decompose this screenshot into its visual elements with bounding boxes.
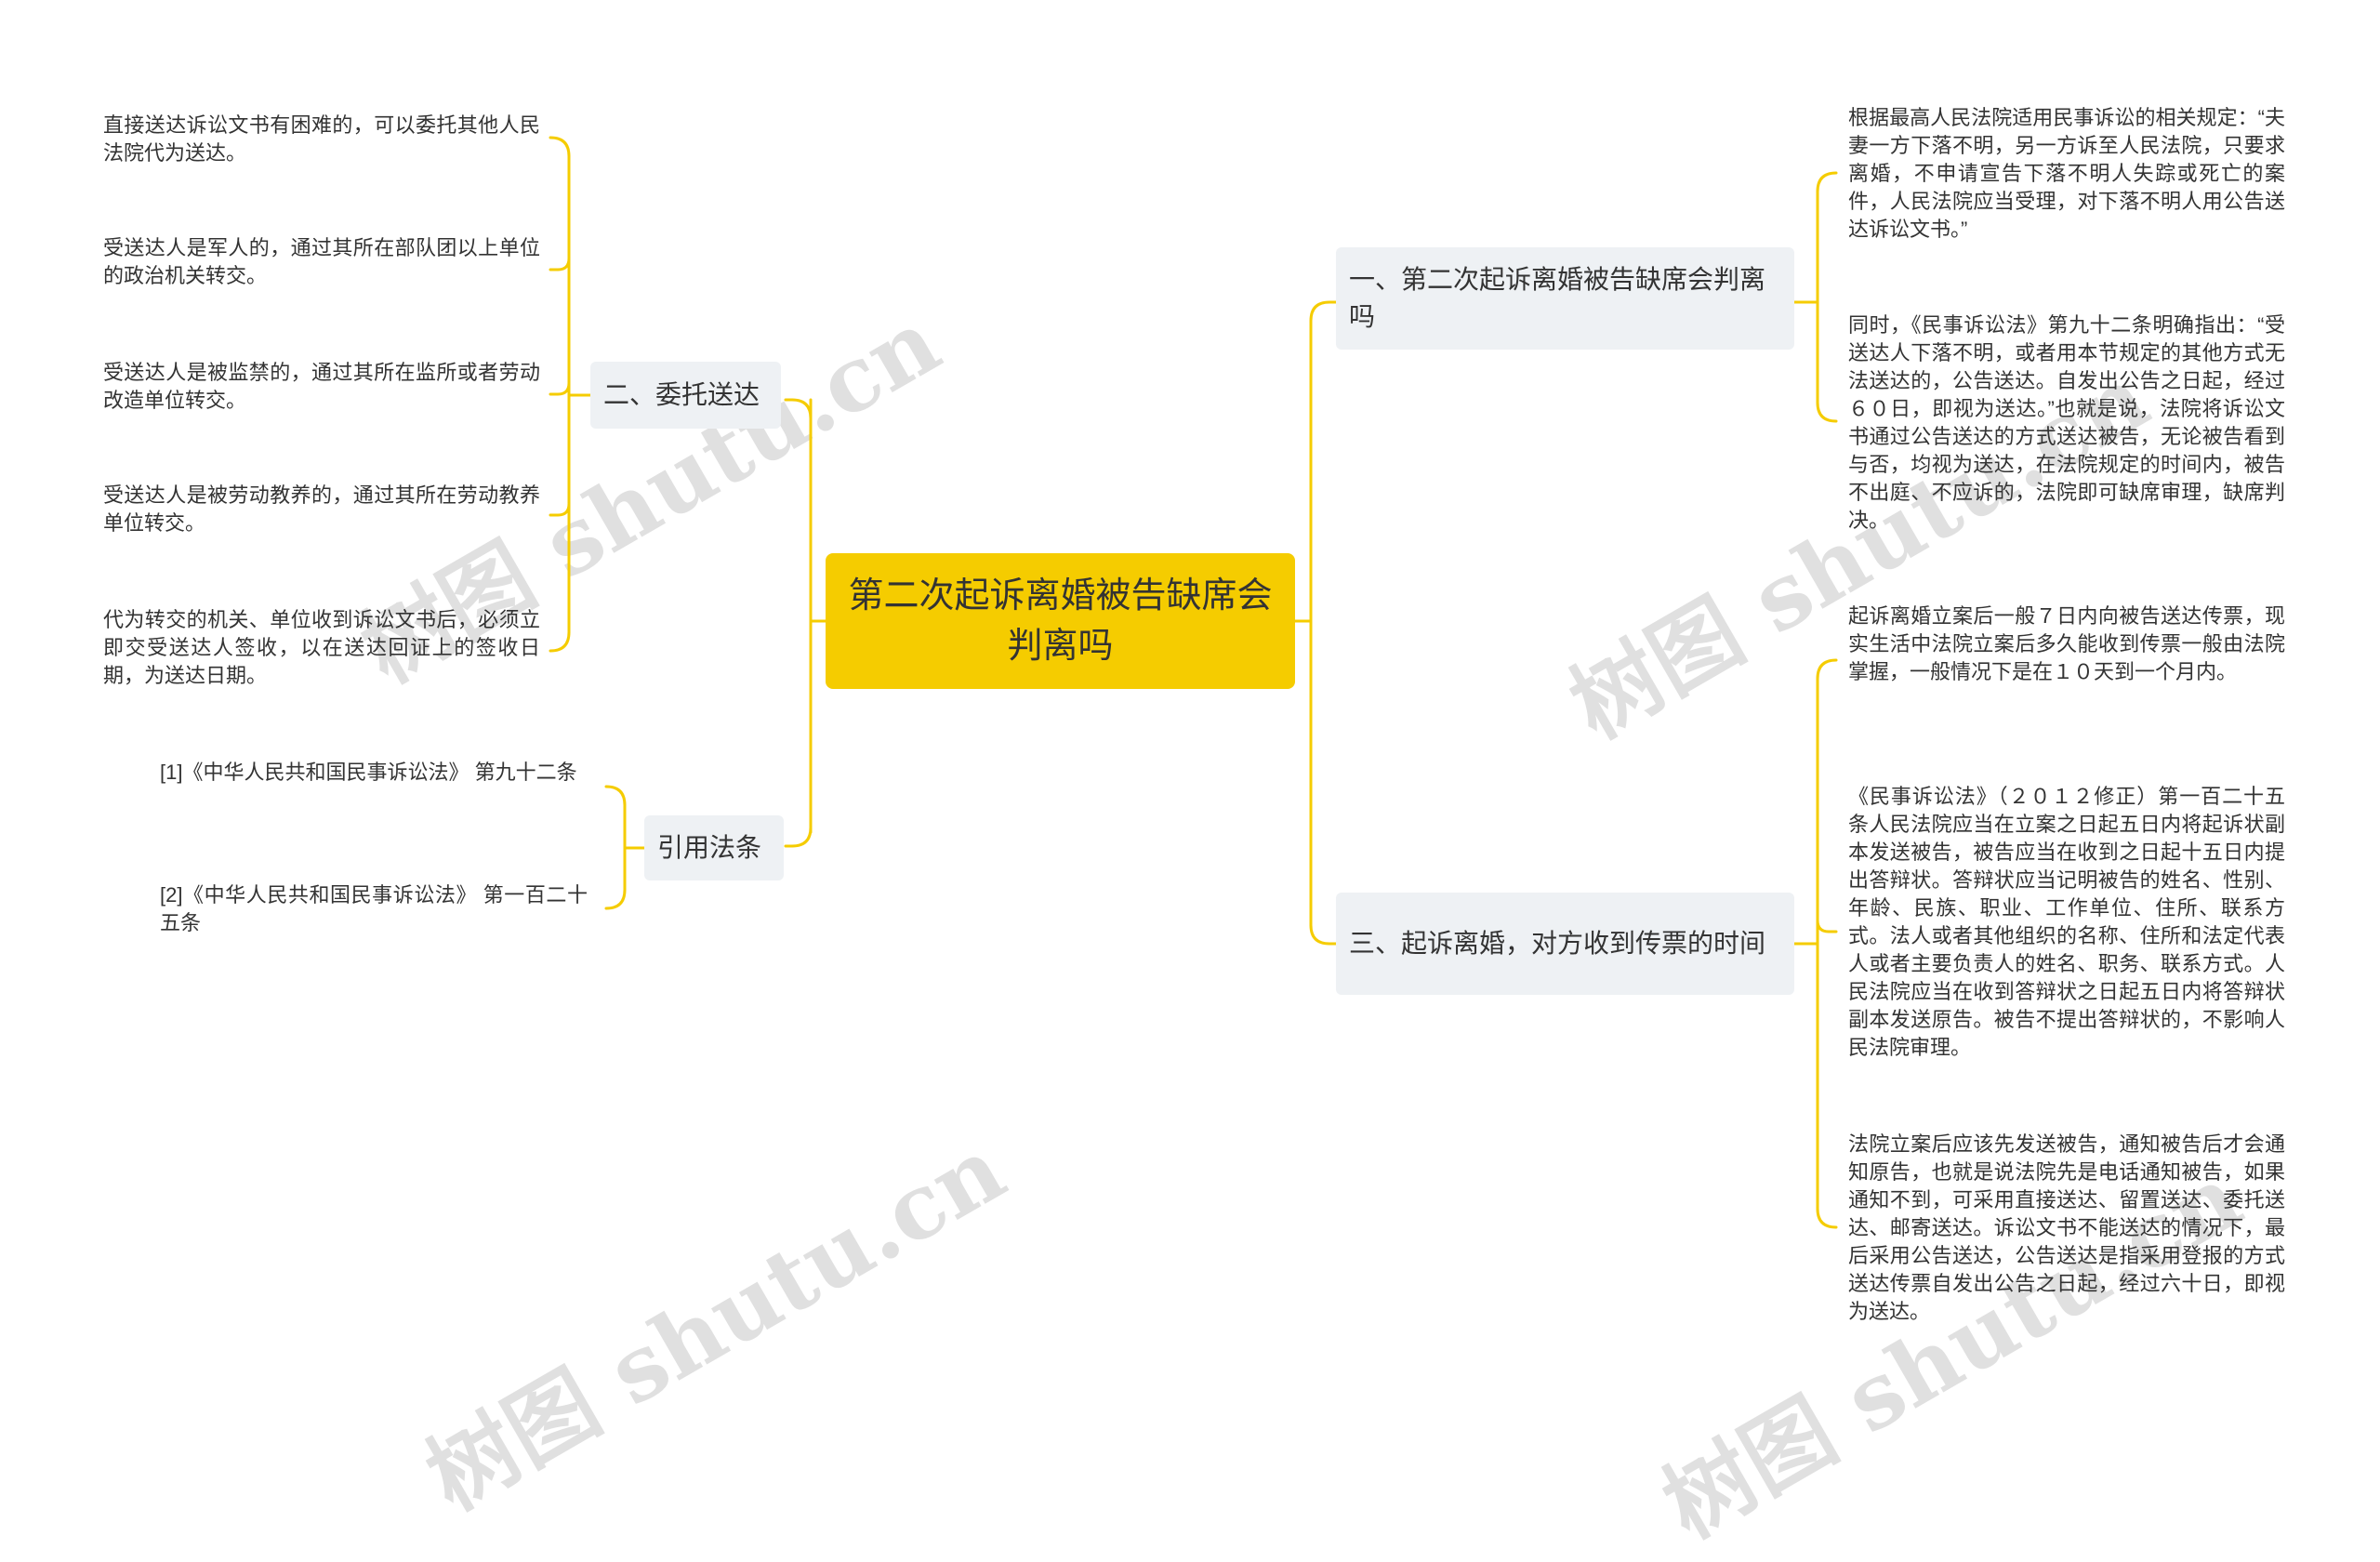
branch-default-judgment[interactable]: 一、第二次起诉离婚被告缺席会判离吗 [1336, 247, 1794, 350]
root-topic[interactable]: 第二次起诉离婚被告缺席会判离吗 [826, 553, 1295, 689]
branch-entrusted-service[interactable]: 二、委托送达 [590, 362, 781, 429]
leaf-entrusted-4: 受送达人是被劳动教养的，通过其所在劳动教养单位转交。 [103, 483, 540, 535]
leaf-entrusted-2: 受送达人是军人的，通过其所在部队团以上单位的政治机关转交。 [103, 236, 540, 287]
branch-cited-law[interactable]: 引用法条 [644, 815, 784, 880]
leaf-law-2: [2]《中华人民共和国民事诉讼法》 第一百二十五条 [160, 883, 588, 934]
leaf-entrusted-3: 受送达人是被监禁的，通过其所在监所或者劳动改造单位转交。 [103, 361, 540, 412]
leaf-summons-2: 《民事诉讼法》（２０１２修正）第一百二十五条人民法院应当在立案之日起五日内将起诉… [1848, 785, 2285, 1059]
leaf-entrusted-5: 代为转交的机关、单位收到诉讼文书后，必须立即交受送达人签收，以在送达回证上的签收… [103, 608, 540, 687]
leaf-summons-1: 起诉离婚立案后一般７日内向被告送达传票，现实生活中法院立案后多久能收到传票一般由… [1848, 604, 2285, 683]
branch-summons-timing[interactable]: 三、起诉离婚，对方收到传票的时间 [1336, 893, 1794, 995]
leaf-default-1: 根据最高人民法院适用民事诉讼的相关规定：“夫妻一方下落不明，另一方诉至人民法院，… [1848, 106, 2285, 241]
leaf-entrusted-1: 直接送达诉讼文书有困难的，可以委托其他人民法院代为送达。 [103, 113, 540, 165]
leaf-law-1: [1]《中华人民共和国民事诉讼法》 第九十二条 [160, 761, 577, 784]
connector-lines [549, 136, 1838, 1229]
leaf-summons-3: 法院立案后应该先发送被告，通知被告后才会通知原告，也就是说法院先是电话通知被告，… [1848, 1132, 2285, 1323]
leaf-default-2: 同时，《民事诉讼法》第九十二条明确指出：“受送达人下落不明，或者用本节规定的其他… [1848, 313, 2285, 532]
